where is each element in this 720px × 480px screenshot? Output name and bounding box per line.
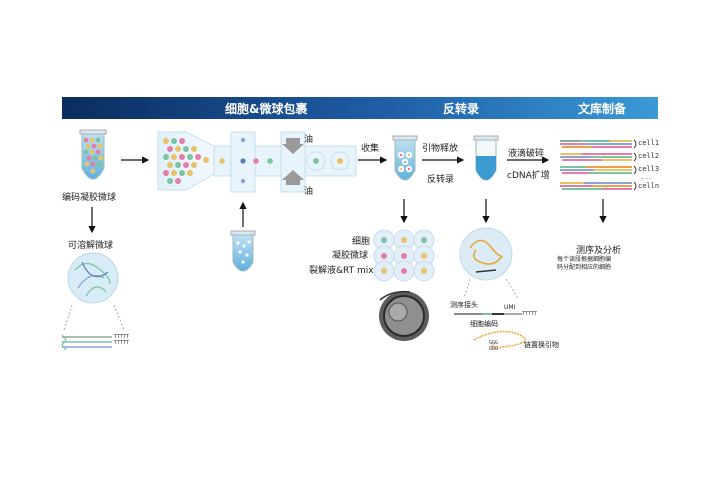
cell-label-3: cell3	[638, 165, 660, 173]
cell-label-n: celln	[638, 182, 660, 190]
lysis-mix-label: 裂解液&RT mix	[309, 266, 374, 276]
cell-label-ellipsis: ...	[641, 174, 652, 181]
cell-barcode-label: 细胞编码	[470, 320, 498, 328]
primer-strands	[61, 334, 112, 351]
droplet-micrograph	[379, 290, 429, 341]
oil-top-label: 油	[304, 135, 314, 145]
oil-bottom-label: 油	[304, 187, 314, 197]
cell-tube	[230, 230, 256, 272]
cell-label-2: cell2	[638, 152, 660, 160]
rt-zoom-circle	[459, 227, 513, 281]
primer-release-label: 引物释放	[422, 144, 459, 154]
polyt-1: TTTTT	[114, 334, 130, 340]
seq-note-line2: 码分配到相应的细胞	[557, 264, 612, 271]
dissolvable-bead-circle	[67, 252, 119, 304]
reverse-transcription-label: 反转录	[427, 175, 455, 185]
rt-tube	[473, 135, 499, 181]
polyt-3: TTTTT	[522, 311, 538, 317]
cdna-amp-label: cDNA扩增	[507, 171, 550, 181]
umi-label: UMI	[504, 304, 516, 311]
cell-label: 细胞	[352, 237, 371, 247]
droplet-cluster	[373, 229, 435, 282]
seq-adapter-label: 测序接头	[450, 301, 478, 309]
stage-label-library: 文库制备	[578, 102, 627, 116]
stage-label-rt: 反转录	[443, 102, 480, 116]
seq-analysis-label: 测序及分析	[576, 246, 622, 256]
barcoded-bead-tube	[79, 129, 107, 180]
ggg-2: GGG	[489, 346, 499, 352]
tso-label: 链置换引物	[524, 341, 559, 349]
droplet-break-label: 液滴破碎	[508, 149, 545, 159]
gel-bead-label: 凝胶微球	[332, 251, 369, 261]
cell-label-1: cell1	[638, 139, 660, 147]
stage-label-encapsulation: 细胞&微球包裹	[225, 102, 308, 116]
barcoded-beads-label: 编码凝胶微球	[62, 193, 117, 203]
primer-molecule	[454, 313, 526, 349]
dissolvable-beads-label: 可溶解微球	[68, 241, 114, 251]
seq-note-line1: 每个读段根据细胞编	[557, 256, 612, 263]
polyt-2: TTTTT	[114, 340, 130, 346]
stage-banner: 细胞&微球包裹 反转录 文库制备	[62, 97, 658, 119]
ggg-1: GGG	[489, 340, 499, 346]
microfluidic-chip	[157, 131, 357, 193]
library-reads	[560, 139, 637, 191]
emulsion-tube	[392, 135, 418, 181]
collect-label: 收集	[361, 144, 380, 154]
